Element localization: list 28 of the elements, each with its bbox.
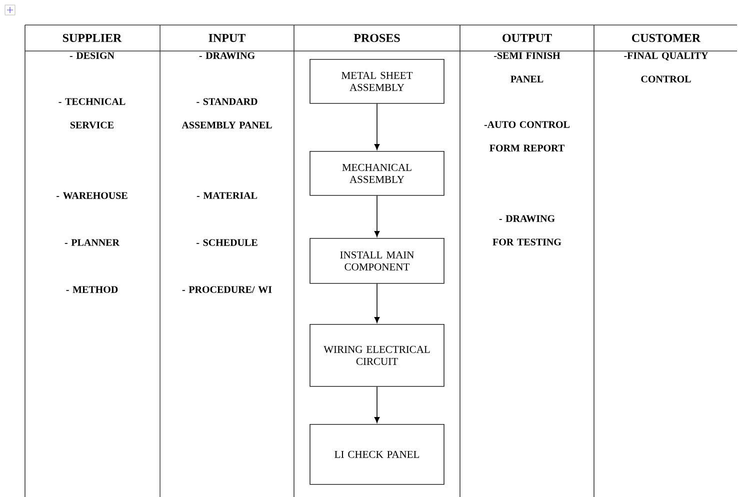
table-cell-text: - TECHNICAL SERVICE <box>58 98 126 128</box>
process-box: INSTALL MAIN COMPONENT <box>310 238 444 284</box>
arrow <box>374 195 380 237</box>
table-cell-text: - DRAWING FOR TESTING <box>492 215 562 246</box>
table-cell-text: - STANDARD ASSEMBLY PANEL <box>182 98 272 128</box>
arrow <box>374 103 380 150</box>
process-box: LI CHECK PANEL <box>310 424 444 485</box>
table-cell-text: -AUTO CONTROL FORM REPORT <box>484 121 570 152</box>
column-header: CUSTOMER <box>632 34 701 42</box>
column-header: OUTPUT <box>502 34 552 42</box>
table-cell-text: - DESIGN <box>70 52 114 59</box>
column-header: SUPPLIER <box>62 34 122 42</box>
table-cell-text: -FINAL QUALITY CONTROL <box>624 52 708 82</box>
table-cell-text: - MATERIAL <box>196 192 258 199</box>
table-cell-text: -SEMI FINISH PANEL <box>494 52 560 82</box>
table-cell-text: - DRAWING <box>199 52 255 59</box>
process-box: MECHANICAL ASSEMBLY <box>310 151 444 196</box>
process-box: METAL SHEET ASSEMBLY <box>310 59 444 104</box>
table-cell-text: - METHOD <box>66 286 118 293</box>
arrow <box>374 283 380 323</box>
table-cell-text: - SCHEDULE <box>196 239 258 246</box>
table-cell-text: - PROCEDURE/ WI <box>182 286 272 293</box>
table-cell-text: - WAREHOUSE <box>56 192 128 199</box>
table-cell-text: - PLANNER <box>64 239 120 246</box>
process-box: WIRING ELECTRICAL CIRCUIT <box>310 324 444 387</box>
column-header: INPUT <box>208 34 246 42</box>
arrow <box>374 386 380 423</box>
column-header: PROSES <box>354 34 400 42</box>
